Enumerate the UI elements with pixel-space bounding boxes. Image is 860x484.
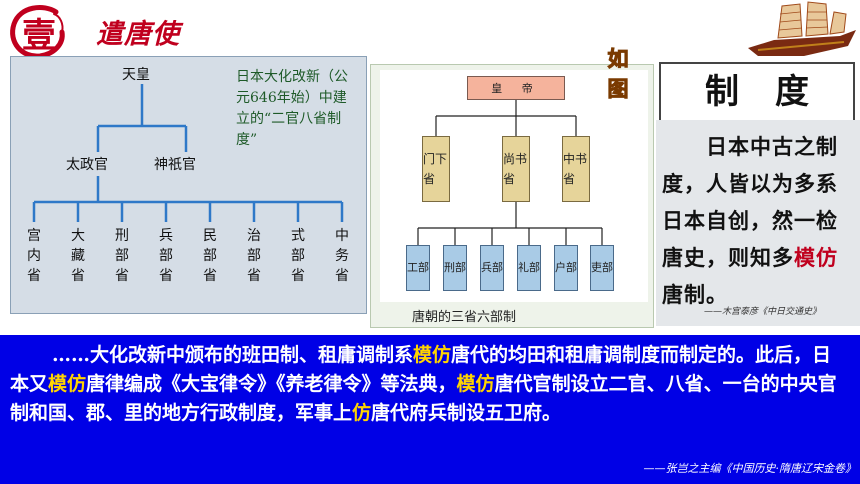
quote-highlight: 模仿 — [794, 245, 838, 270]
tang-department-box: 中书省 — [562, 136, 590, 202]
japan-emperor: 天皇 — [122, 67, 150, 83]
tang-ministry-box: 礼部 — [517, 245, 541, 291]
brush-circle-icon — [10, 5, 65, 59]
summary-panel — [0, 335, 860, 484]
japan-ministry: 中务省 — [335, 228, 349, 284]
tang-emperor-box: 皇 帝 — [467, 76, 565, 100]
as-shown-badge: 如图 — [607, 46, 629, 102]
quote-panel — [656, 120, 860, 326]
japan-ministry: 宫内省 — [27, 228, 41, 284]
summary-highlight: 模仿 — [413, 344, 452, 366]
tang-department-box: 尚书省 — [502, 136, 530, 202]
section-number: 壹 — [22, 16, 56, 56]
japan-ministry: 大藏省 — [71, 228, 85, 284]
tang-ministry-box: 工部 — [406, 245, 430, 291]
tang-department-box: 门下省 — [422, 136, 450, 202]
summary-highlight: 模仿 — [456, 373, 495, 395]
section-title: 制度 — [659, 62, 855, 122]
quote-text: 日本中古之制度，人皆以为多系日本自创，然一检唐史，则知多模仿唐制。 — [662, 134, 838, 307]
japan-chart-lines — [32, 84, 344, 222]
japan-ministry: 刑部省 — [115, 228, 129, 284]
tang-ministry-box: 吏部 — [590, 245, 614, 291]
tang-chart-lines — [417, 100, 603, 245]
japan-ministry: 民部省 — [203, 228, 217, 284]
japan-jingikan: 神祇官 — [154, 157, 196, 173]
japan-ministry: 式部省 — [291, 228, 305, 284]
summary-highlight: 仿 — [352, 402, 372, 424]
summary-text: ……大化改新中颁布的班田制、租庸调制系模仿唐代的均田和租庸调制度而制定的。此后，… — [10, 344, 837, 424]
summary-source: ——张岂之主编《中国历史·隋唐辽宋金卷》 — [643, 462, 857, 475]
ship-icon — [748, 1, 856, 56]
tang-ministry-box: 兵部 — [480, 245, 504, 291]
japan-dajokan: 太政官 — [66, 157, 108, 173]
japan-system-panel — [10, 56, 367, 314]
japan-note: 日本大化改新（公元646年始）中建立的“二官八省制度” — [236, 69, 348, 148]
tang-caption: 唐朝的三省六部制 — [412, 310, 517, 325]
quote-source: ——木宫泰彦《中日交通史》 — [704, 307, 822, 317]
tang-ministry-box: 户部 — [554, 245, 578, 291]
page-title: 遣唐使 — [96, 19, 180, 50]
summary-highlight: 模仿 — [48, 373, 87, 395]
japan-ministry: 兵部省 — [159, 228, 173, 284]
japan-ministry: 治部省 — [247, 228, 261, 284]
tang-ministry-box: 刑部 — [443, 245, 467, 291]
